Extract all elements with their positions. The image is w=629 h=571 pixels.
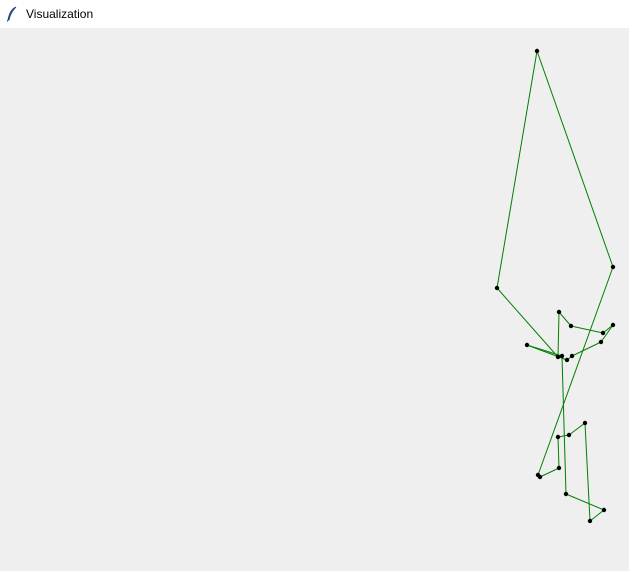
window-title: Visualization	[26, 7, 94, 21]
route-point	[587, 518, 593, 524]
route-point	[610, 322, 616, 328]
visualization-canvas[interactable]	[0, 28, 629, 571]
route-segment	[561, 355, 567, 495]
route-segment	[496, 287, 559, 358]
route-segment	[536, 50, 614, 268]
route-point	[598, 339, 604, 345]
route-segment	[584, 422, 591, 522]
route-point	[601, 507, 607, 513]
route-point	[556, 309, 562, 315]
route-point	[494, 285, 500, 291]
route-plot	[494, 48, 616, 524]
route-point	[555, 354, 561, 360]
route-segment	[571, 341, 602, 357]
route-segment	[558, 311, 572, 327]
route-point	[534, 48, 540, 54]
route-point	[559, 353, 565, 359]
route-segment	[537, 266, 614, 476]
route-segment	[589, 509, 605, 522]
title-bar[interactable]: Visualization	[0, 0, 629, 28]
route-segment	[568, 422, 586, 436]
route-segment	[600, 324, 614, 343]
route-point	[563, 491, 569, 497]
route-segment	[565, 493, 605, 511]
route-segment	[539, 467, 560, 478]
route-point	[569, 353, 575, 359]
route-segment	[496, 50, 538, 289]
feather-icon	[6, 6, 18, 22]
route-point	[556, 465, 562, 471]
route-point	[524, 342, 530, 348]
route-point	[564, 357, 570, 363]
route-point	[582, 420, 588, 426]
route-segment	[557, 311, 560, 358]
route-segment	[570, 325, 604, 334]
route-point	[566, 432, 572, 438]
route-point	[537, 474, 543, 480]
route-point	[555, 434, 561, 440]
route-point	[610, 264, 616, 270]
route-segment	[557, 436, 560, 469]
route-segment	[526, 344, 568, 361]
route-point	[600, 330, 606, 336]
route-point	[568, 323, 574, 329]
